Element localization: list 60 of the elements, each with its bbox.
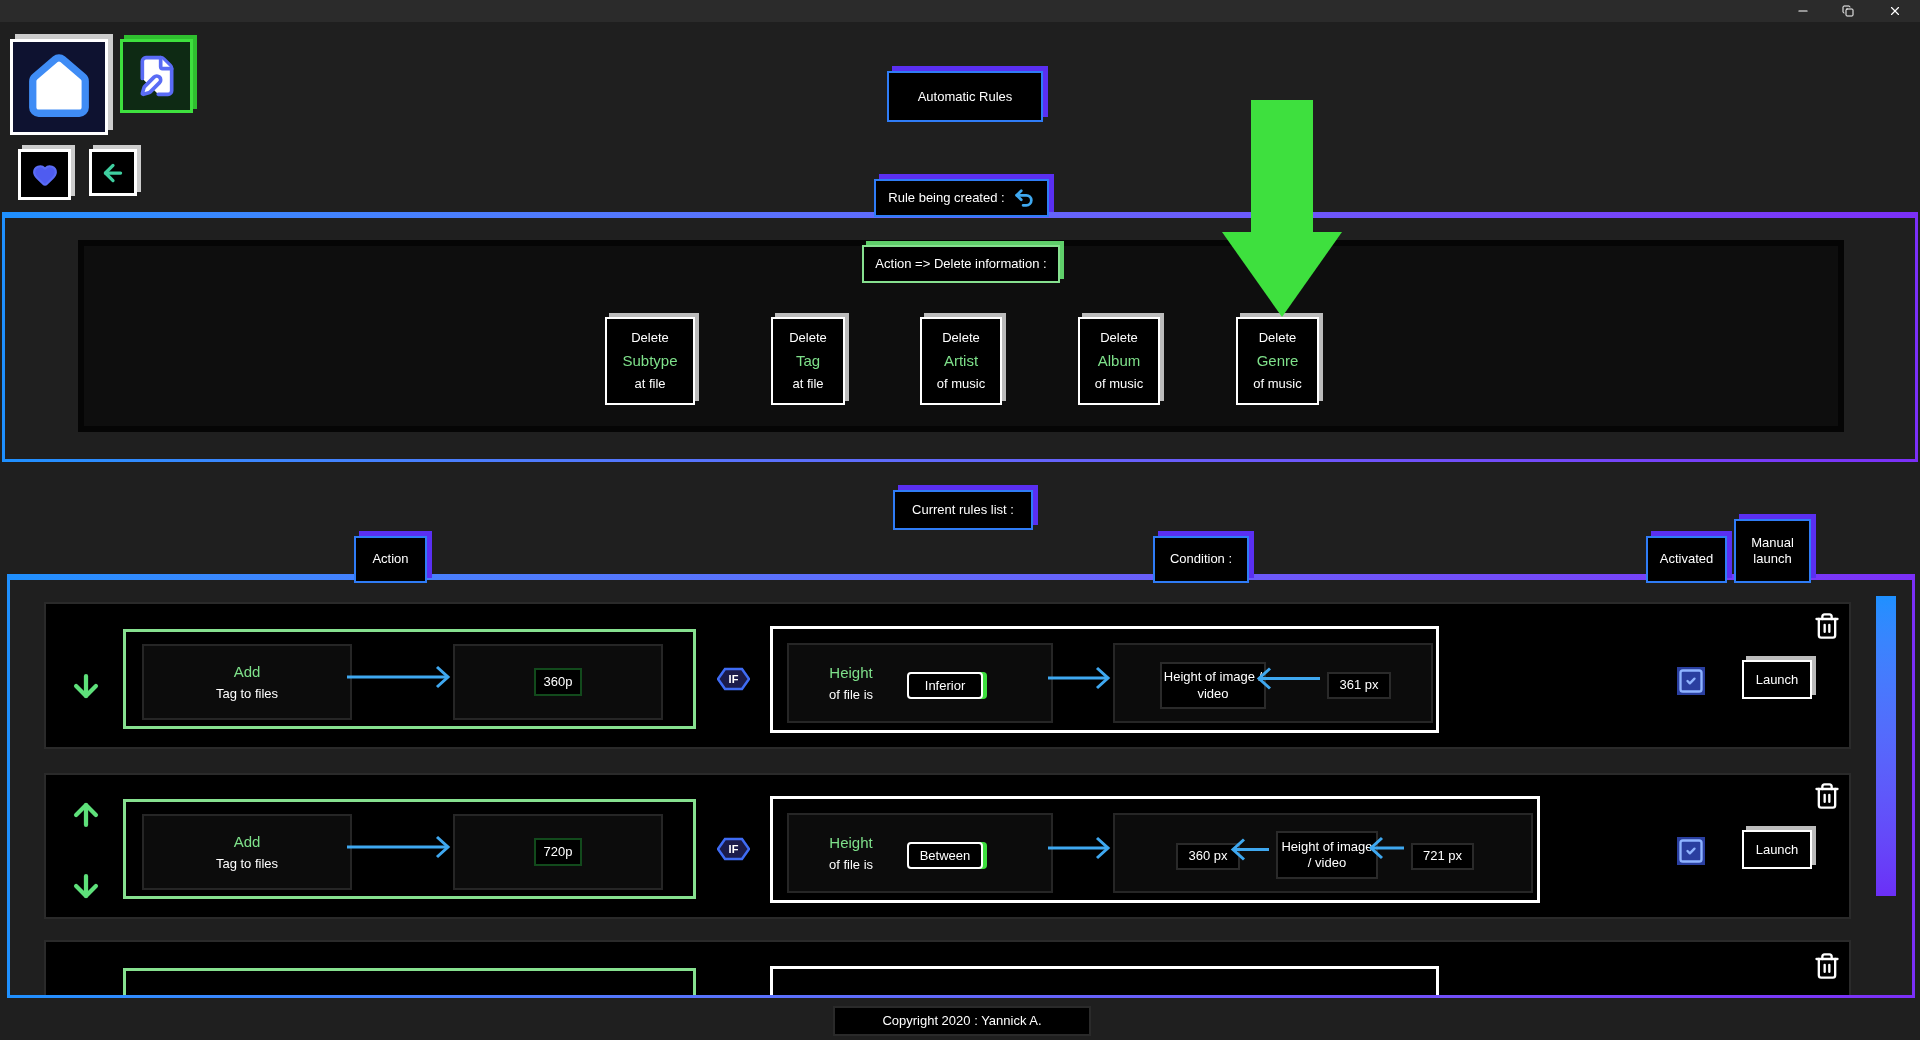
- rule-row: [44, 602, 1851, 749]
- field-subtitle: of file is: [827, 855, 875, 874]
- option-text: Delete: [631, 329, 669, 348]
- field-panel: [1113, 813, 1533, 893]
- action-group: [123, 629, 696, 729]
- if-badge: IF: [717, 667, 750, 691]
- value-tag: 720p: [533, 838, 583, 866]
- action-group: [123, 968, 696, 995]
- option-keyword: Genre: [1256, 350, 1299, 371]
- arrow: [1231, 838, 1269, 861]
- footer-label: Copyright 2020 : Yannick A.: [833, 1006, 1091, 1036]
- field-panel: [787, 643, 1053, 723]
- option-text: of music: [936, 375, 986, 394]
- rule-row: [44, 940, 1851, 995]
- arrow: [1048, 666, 1110, 690]
- option-text: of music: [1094, 375, 1144, 394]
- condition-group: [770, 966, 1439, 995]
- arrow: [1369, 836, 1404, 860]
- rule-row: [44, 773, 1851, 919]
- value-tag: 721 px: [1411, 843, 1474, 870]
- arrow: [347, 665, 450, 689]
- field-title: Height: [828, 833, 874, 853]
- arrow: [347, 835, 450, 859]
- option-keyword: Tag: [795, 350, 821, 371]
- option-keyword: Artist: [943, 350, 979, 371]
- heading-text: Rule being created :: [888, 189, 1005, 208]
- panel: [2, 212, 1918, 462]
- value-tag: Height of image / video: [1276, 831, 1378, 879]
- if-badge: IF: [717, 837, 750, 861]
- field-panel: [453, 814, 663, 890]
- field-title: Height: [828, 663, 874, 683]
- field-panel: [787, 813, 1053, 893]
- option-text: Delete: [942, 329, 980, 348]
- action-group: [123, 799, 696, 899]
- condition-group: [770, 796, 1540, 903]
- option-keyword: Subtype: [622, 350, 678, 371]
- arrow: [1048, 836, 1110, 860]
- field-title: Add: [233, 832, 261, 852]
- option-text: Delete: [1100, 329, 1138, 348]
- field-subtitle: Tag to files: [215, 854, 279, 873]
- option-text: Delete: [1258, 329, 1297, 348]
- option-keyword: Album: [1097, 350, 1141, 371]
- option-text: at file: [634, 375, 666, 394]
- field-panel: [453, 644, 663, 720]
- arrow: [1257, 667, 1320, 690]
- condition-group: [770, 626, 1439, 733]
- field-subtitle: Tag to files: [215, 684, 279, 703]
- field-panel: [142, 814, 352, 890]
- option-text: of music: [1253, 375, 1302, 394]
- value-tag: 360 px: [1176, 843, 1240, 870]
- option-text: at file: [792, 375, 824, 394]
- field-panel: [142, 644, 352, 720]
- field-title: Add: [233, 662, 261, 682]
- value-tag: 361 px: [1327, 672, 1391, 699]
- option-text: Delete: [789, 329, 827, 348]
- value-tag: 360p: [533, 668, 583, 696]
- field-panel: [1113, 643, 1433, 723]
- panel: [7, 574, 1915, 998]
- field-subtitle: of file is: [827, 685, 875, 704]
- arrow: [1222, 100, 1342, 317]
